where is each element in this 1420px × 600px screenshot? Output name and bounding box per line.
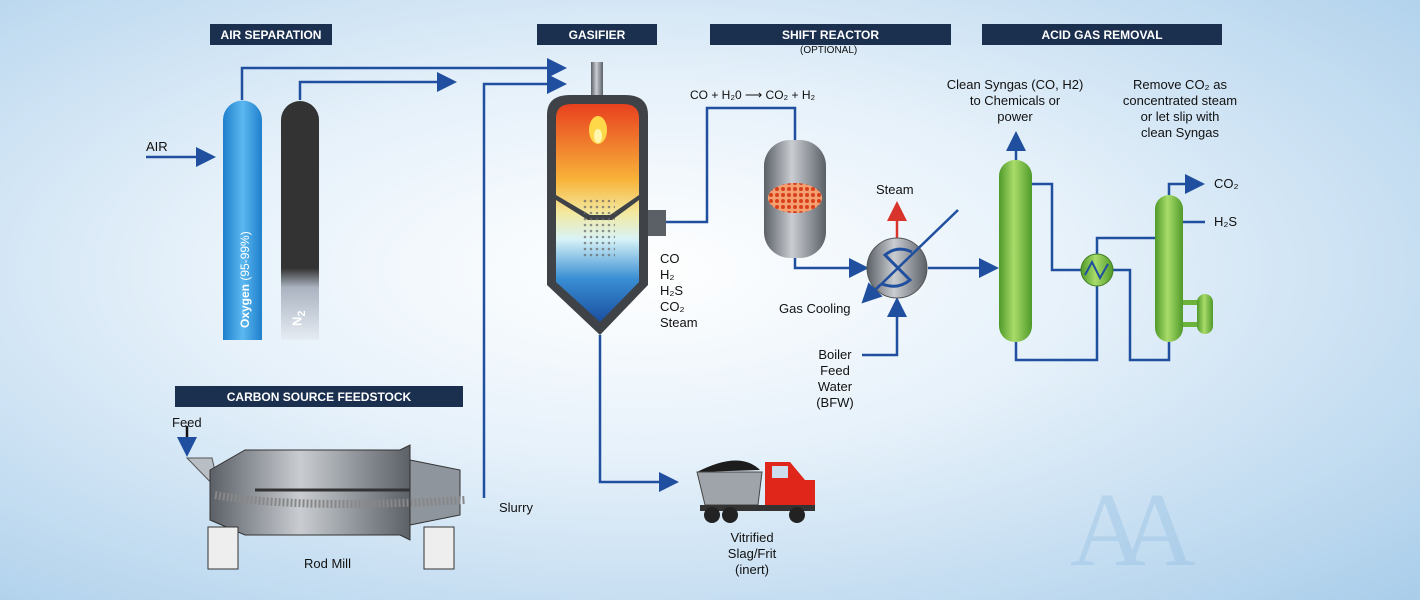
co2-outlet-label: CO₂: [1214, 176, 1239, 191]
gasifier-vessel: [547, 62, 666, 335]
h2s-outlet-label: H₂S: [1214, 214, 1238, 229]
remove-co2-line-2: concentrated steam: [1122, 93, 1238, 108]
slag-line-2: Slag/Frit: [727, 546, 777, 561]
n2-label: N2: [289, 310, 309, 327]
oxygen-line: [240, 58, 567, 100]
bfw-line-1: Boiler: [818, 347, 852, 362]
slag-line-1: Vitrified: [730, 530, 774, 545]
oxygen-column: [223, 100, 262, 340]
slurry-line: [482, 74, 567, 498]
rod-mill: [177, 426, 466, 570]
output-h2s: H₂S: [660, 283, 684, 298]
air-label: AIR: [146, 139, 168, 154]
remove-co2-line-4: clean Syngas: [1140, 125, 1220, 140]
output-h2: H₂: [660, 267, 675, 282]
shift-optional-note: (OPTIONAL): [800, 45, 858, 56]
oxygen-label: Oxygen (95-99%): [238, 231, 252, 328]
output-co: CO: [660, 251, 680, 266]
flow-lines: [146, 58, 1205, 498]
output-co2: CO₂: [660, 299, 685, 314]
steam-label: Steam: [876, 182, 914, 197]
svg-text:A: A: [1120, 471, 1196, 588]
bfw-line-3: Water: [817, 379, 853, 394]
clean-syngas-label: Clean Syngas (CO, H2) to Chemicals or po…: [935, 77, 1095, 125]
remove-co2-line-3: or let slip with: [1140, 109, 1220, 124]
remove-co2-line-1: Remove CO₂ as: [1133, 77, 1227, 92]
rod-mill-label: Rod Mill: [304, 556, 351, 571]
output-steam: Steam: [660, 315, 698, 330]
shift-to-cooling-line: [793, 258, 869, 278]
header-acid-gas-removal: ACID GAS REMOVAL: [982, 24, 1222, 45]
slurry-label: Slurry: [499, 500, 533, 515]
shift-reactor-vessel: [764, 140, 826, 258]
co2-outlet-line: [1167, 174, 1205, 195]
slag-label: Vitrified Slag/Frit (inert): [712, 530, 792, 578]
nitrogen-column: [281, 101, 319, 340]
clean-syngas-line-1: Clean Syngas (CO, H2): [946, 77, 1084, 92]
clean-syngas-line-2: to Chemicals or: [969, 93, 1061, 108]
header-air-separation: AIR SEPARATION: [210, 24, 332, 45]
header-gasifier: GASIFIER: [537, 24, 657, 45]
nitrogen-line: [298, 72, 457, 100]
syngas-to-shift-line: [648, 106, 797, 224]
bfw-label: Boiler Feed Water (BFW): [808, 347, 862, 411]
svg-text:A: A: [1070, 471, 1146, 588]
slag-line: [598, 335, 679, 492]
header-carbon-source: CARBON SOURCE FEEDSTOCK: [175, 386, 463, 407]
watermark-logo: A A: [1070, 471, 1196, 588]
remove-co2-label: Remove CO₂ as concentrated steam or let …: [1110, 77, 1250, 141]
bfw-line: [862, 297, 907, 357]
bfw-line-4: (BFW): [816, 395, 854, 410]
slag-line-3: (inert): [735, 562, 769, 577]
tower-to-hx-line: [1032, 182, 1081, 272]
clean-syngas-line-3: power: [997, 109, 1033, 124]
acid-gas-heat-exchanger: [1080, 253, 1114, 287]
stripper-tower: [1155, 195, 1213, 342]
gasifier-outputs: CO H₂ H₂S CO₂ Steam: [660, 251, 698, 331]
dump-truck: [696, 460, 815, 523]
shift-equation: CO + H₂0 ⟶ CO₂ + H₂: [690, 88, 816, 102]
header-shift-reactor: SHIFT REACTOR: [710, 24, 951, 45]
absorber-tower: [999, 160, 1032, 342]
bfw-line-2: Feed: [820, 363, 850, 378]
gas-cooling-heat-exchanger: [861, 201, 959, 304]
gas-cooling-label: Gas Cooling: [779, 301, 851, 316]
feed-label: Feed: [172, 415, 202, 430]
